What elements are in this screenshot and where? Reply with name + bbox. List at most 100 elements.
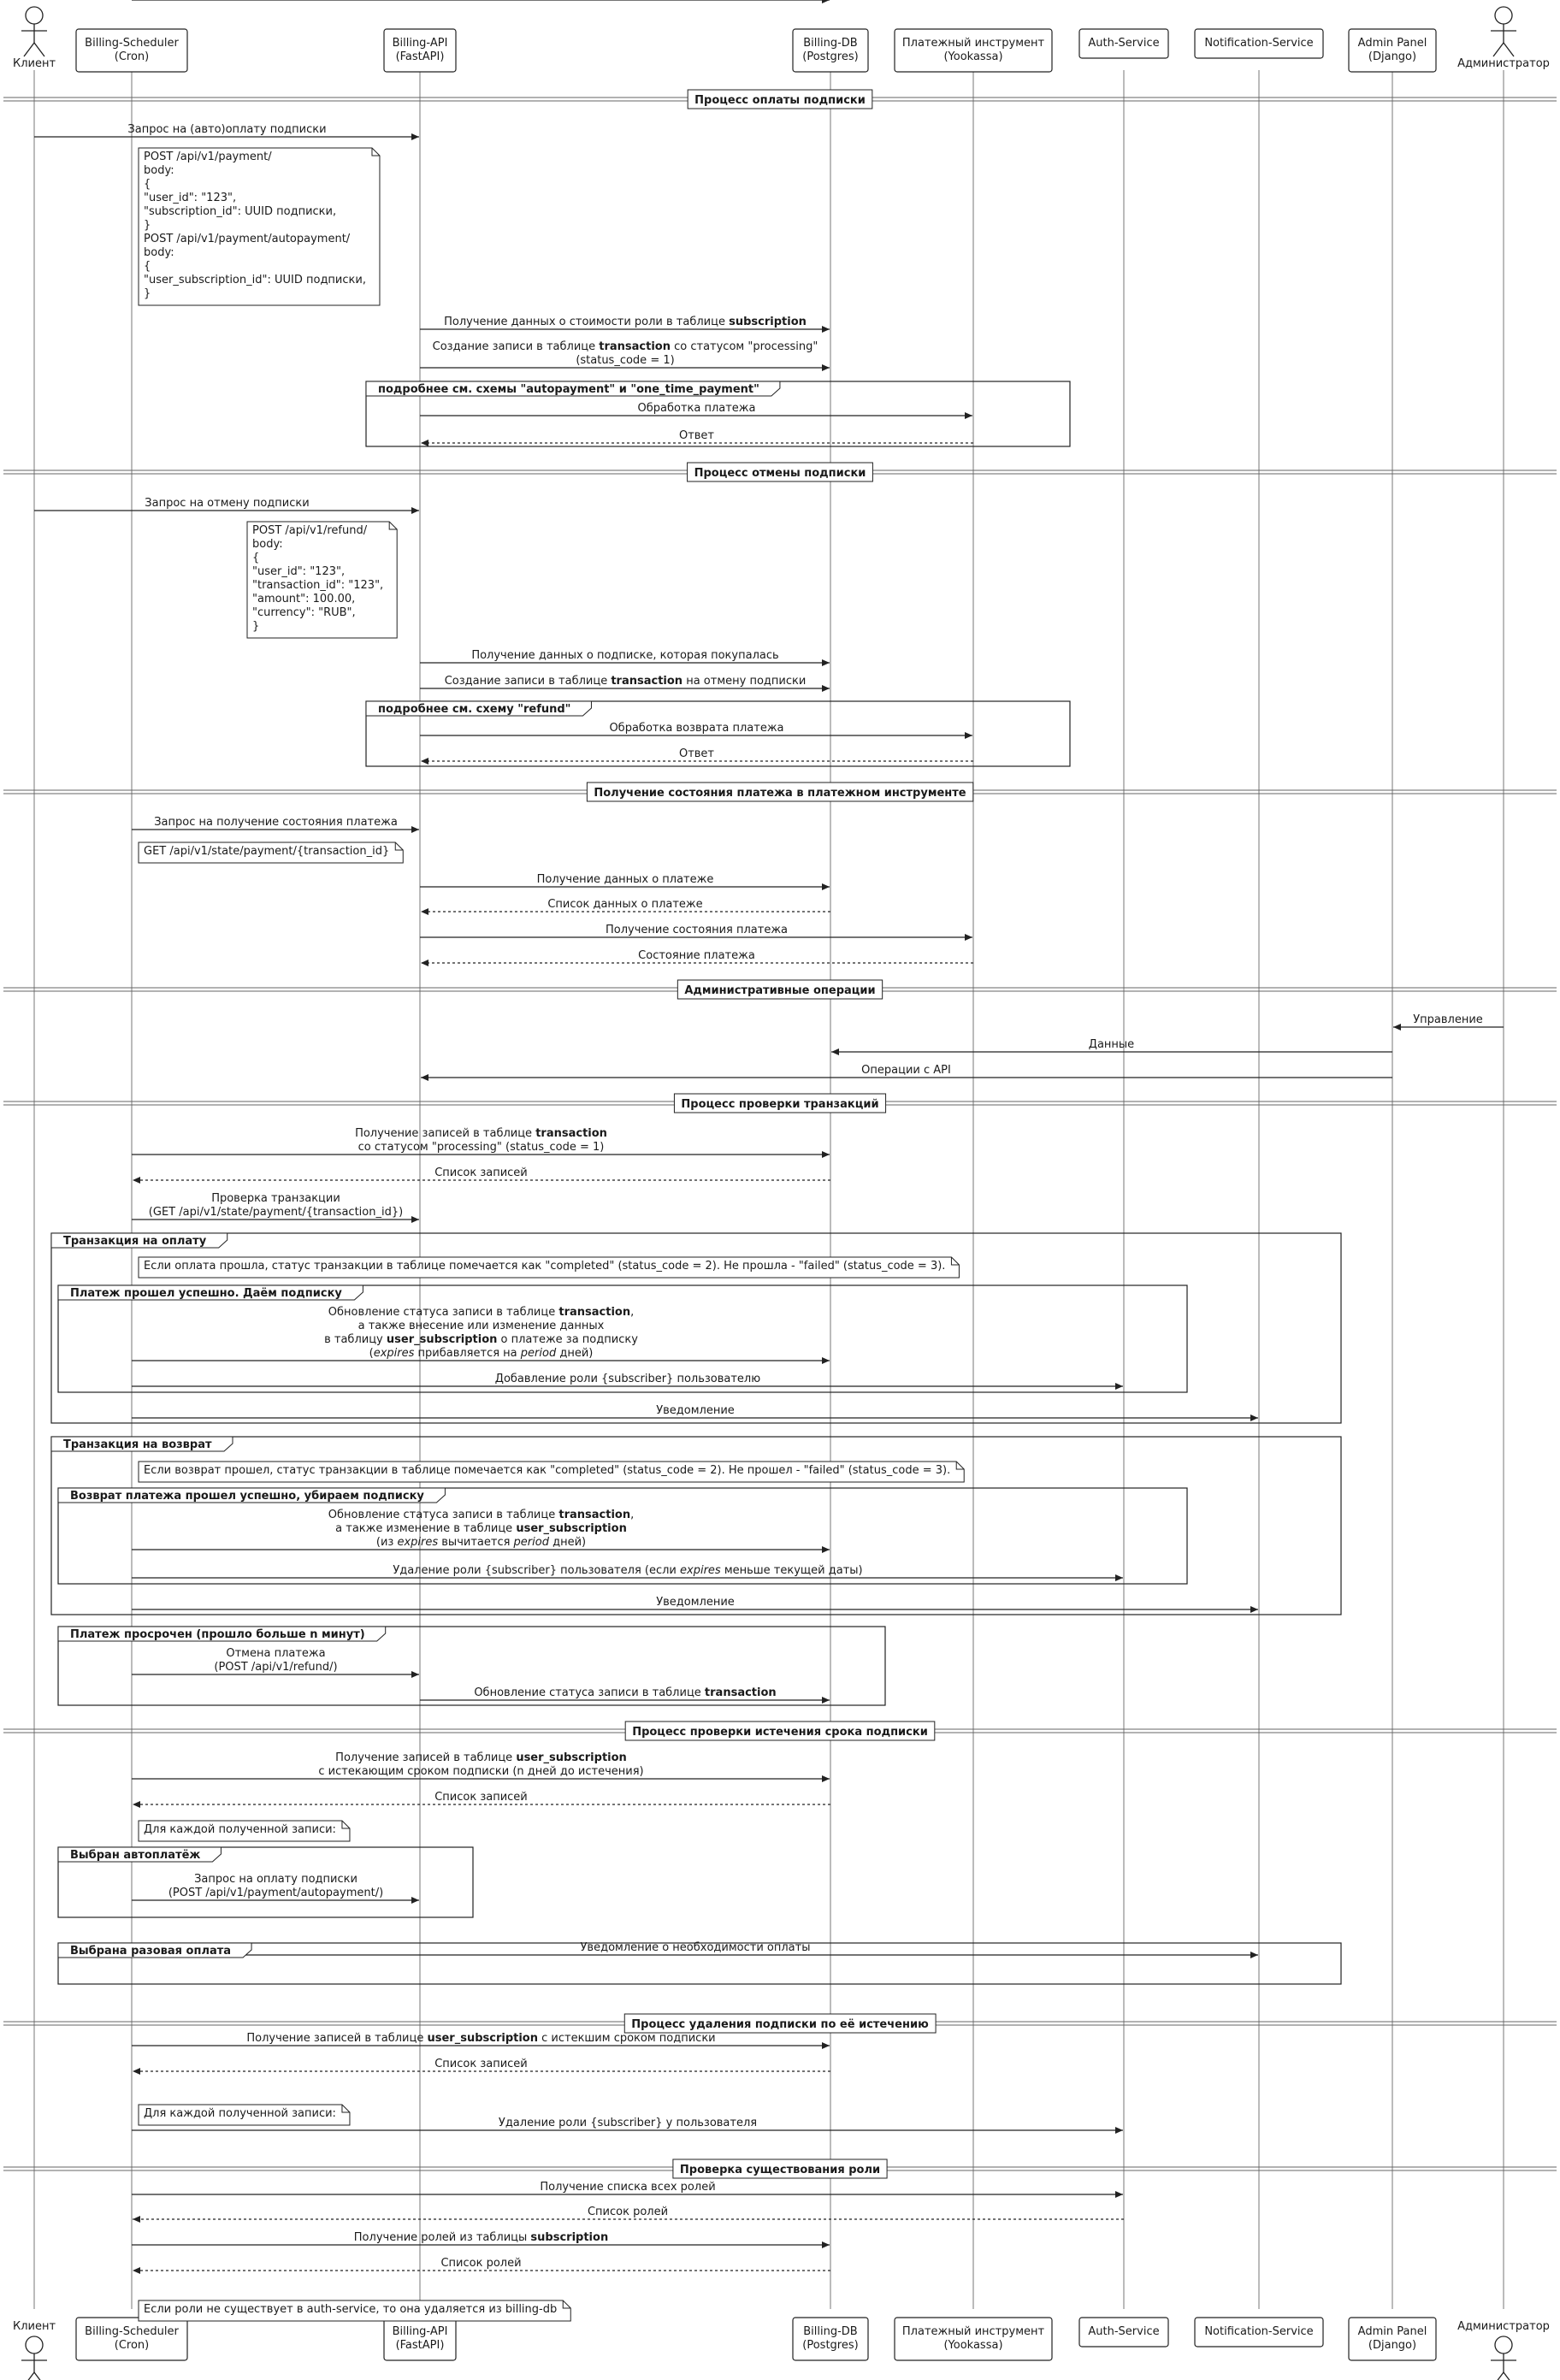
note-text: POST /api/v1/refund/ xyxy=(252,524,368,537)
message-label: (POST /api/v1/payment/autopayment/) xyxy=(168,1887,383,1899)
note-text: "user_id": "123", xyxy=(252,565,345,578)
participant-api-top: Billing-API(FastAPI) xyxy=(383,28,457,73)
message-label: Состояние платежа xyxy=(638,949,755,962)
note-text: { xyxy=(144,178,151,191)
participant-box xyxy=(1078,2317,1169,2348)
section-divider: Процесс оплаты подписки xyxy=(3,89,1557,109)
message-label: Уведомление о необходимости оплаты xyxy=(581,1941,811,1954)
participant-label: Администратор xyxy=(1457,57,1550,70)
message: Создание записи в таблице transaction со… xyxy=(420,340,830,371)
message-label: Ответ xyxy=(679,747,714,760)
message-label: Создание записи в таблице transaction со… xyxy=(433,340,818,353)
message: Запрос на оплату подписки(POST /api/v1/p… xyxy=(132,1873,419,1904)
group-label: Выбрана разовая оплата xyxy=(70,1945,231,1958)
message-label: Обновление статуса записи в таблице tran… xyxy=(474,1686,776,1699)
participant-label: Admin Panel xyxy=(1358,2325,1427,2338)
note-text: body: xyxy=(144,246,174,259)
message-label: Обновление статуса записи в таблице tran… xyxy=(328,1509,634,1521)
participant-label: Billing-Scheduler xyxy=(85,2325,179,2338)
message: Получение данных о стоимости роли в табл… xyxy=(420,316,830,333)
participant-label: Клиент xyxy=(13,57,56,70)
participant-pay-bottom: Платежный инструмент(Yookassa) xyxy=(894,2317,1053,2361)
note-text: GET /api/v1/state/payment/{transaction_i… xyxy=(144,845,389,858)
group-label: подробнее см. схему "refund" xyxy=(378,703,570,716)
participant-label: (Postgres) xyxy=(802,50,858,63)
participant-label: Notification-Service xyxy=(1204,2325,1313,2338)
participant-scheduler-bottom: Billing-Scheduler(Cron) xyxy=(75,2317,188,2361)
message-label: Список записей xyxy=(434,1791,528,1804)
message: Запрос на (авто)оплату подписки xyxy=(34,123,419,140)
message: Получение данных о подписке, которая пок… xyxy=(420,649,830,666)
message: Обработка платежа xyxy=(420,402,972,419)
note-text: POST /api/v1/payment/ xyxy=(144,151,272,163)
group-label: Транзакция на возврат xyxy=(63,1438,212,1451)
actor-icon xyxy=(21,2336,47,2380)
section-divider: Получение состояния платежа в платежном … xyxy=(3,782,1557,802)
message-label: а также изменение в таблице user_subscri… xyxy=(335,1522,627,1535)
message-label: Запрос на (авто)оплату подписки xyxy=(127,123,326,136)
message-label: Получение списка всех ролей xyxy=(540,2181,715,2194)
message: Отмена платежа(POST /api/v1/refund/) xyxy=(132,1647,419,1678)
section-title: Процесс оплаты подписки xyxy=(694,94,866,107)
group-label: Платеж просрочен (прошло больше n минут) xyxy=(70,1628,365,1641)
message: Запрос на отмену подписки xyxy=(34,497,419,514)
section-divider: Процесс проверки истечения срока подписк… xyxy=(3,1721,1557,1741)
note-text: "currency": "RUB", xyxy=(252,606,356,619)
message-label: (GET /api/v1/state/payment/{transaction_… xyxy=(149,1206,403,1219)
message-label: Операции с API xyxy=(861,1064,951,1077)
group-label: Возврат платежа прошел успешно, убираем … xyxy=(70,1490,424,1503)
note-box xyxy=(138,1256,960,1279)
section-title: Административные операции xyxy=(684,984,875,997)
message: Обработка возврата платежа xyxy=(420,722,972,739)
note-text: } xyxy=(144,219,151,232)
group-frame: Выбрана разовая оплата xyxy=(57,1942,1342,1985)
participant-pay-top: Платежный инструмент(Yookassa) xyxy=(894,28,1053,73)
note-text: Если возврат прошел, статус транзакции в… xyxy=(144,1464,950,1477)
participant-notif-bottom: Notification-Service xyxy=(1194,2317,1324,2348)
participant-administrator-top: Администратор xyxy=(1457,6,1550,70)
group-label: Платеж прошел успешно. Даём подписку xyxy=(70,1287,342,1300)
message-label: в таблицу user_subscription о платеже за… xyxy=(324,1333,638,1346)
message-label: Получение ролей из таблицы subscription xyxy=(354,2231,608,2244)
participant-box xyxy=(1348,28,1437,73)
note-box xyxy=(138,842,404,864)
participant-label: (Postgres) xyxy=(802,2339,858,2352)
note-text: "subscription_id": UUID подписки, xyxy=(144,205,336,218)
message: Добавление роли {subscriber} пользовател… xyxy=(132,1373,1123,1390)
message-label: Запрос на получение состояния платежа xyxy=(154,816,398,829)
participant-box xyxy=(1348,2317,1437,2361)
message: Проверка транзакции(GET /api/v1/state/pa… xyxy=(132,1192,419,1223)
group-label: Транзакция на оплату xyxy=(63,1235,207,1248)
note: Если роли не существует в auth-service, … xyxy=(138,2300,571,2322)
message-label: Запрос на оплату подписки xyxy=(194,1873,358,1886)
participant-box xyxy=(383,28,457,73)
note-box xyxy=(138,1820,351,1842)
group-frame: Выбран автоплатёж xyxy=(57,1846,474,1918)
message: Данные xyxy=(831,1038,1392,1055)
message-label: Создание записи в таблице transaction на… xyxy=(445,675,807,688)
note-text: "user_id": "123", xyxy=(144,192,236,204)
note-box xyxy=(138,2300,571,2322)
group-frame: подробнее см. схемы "autopayment" и "one… xyxy=(365,381,1071,447)
participant-label: Auth-Service xyxy=(1088,37,1159,50)
note-text: POST /api/v1/payment/autopayment/ xyxy=(144,233,351,245)
message-label: Проверка транзакции xyxy=(211,1192,340,1205)
message: Управление xyxy=(1393,1013,1504,1031)
message: Список записей xyxy=(133,2058,830,2075)
message-label: Отмена платежа xyxy=(226,1647,325,1660)
group-frame: Платеж прошел успешно. Даём подписку xyxy=(57,1284,1188,1393)
section-divider: Процесс отмены подписки xyxy=(3,462,1557,482)
participant-label: Billing-DB xyxy=(803,37,857,50)
message-label: Список ролей xyxy=(588,2206,668,2218)
message: Обновление статуса записи в таблице tran… xyxy=(420,1686,830,1704)
message-label: Список записей xyxy=(434,1166,528,1179)
message: Запрос на получение состояния платежа xyxy=(132,816,419,833)
message: Получение данных о платеже xyxy=(420,873,830,890)
participant-label: Клиент xyxy=(13,2320,56,2333)
message-label: Получение состояния платежа xyxy=(606,924,788,936)
note: Для каждой полученной записи: xyxy=(138,2104,351,2126)
note-box xyxy=(138,2104,351,2126)
participant-administrator-bottom: Администратор xyxy=(1457,2320,1550,2380)
message-label: Получение данных о подписке, которая пок… xyxy=(471,649,778,662)
note-text: body: xyxy=(144,164,174,177)
